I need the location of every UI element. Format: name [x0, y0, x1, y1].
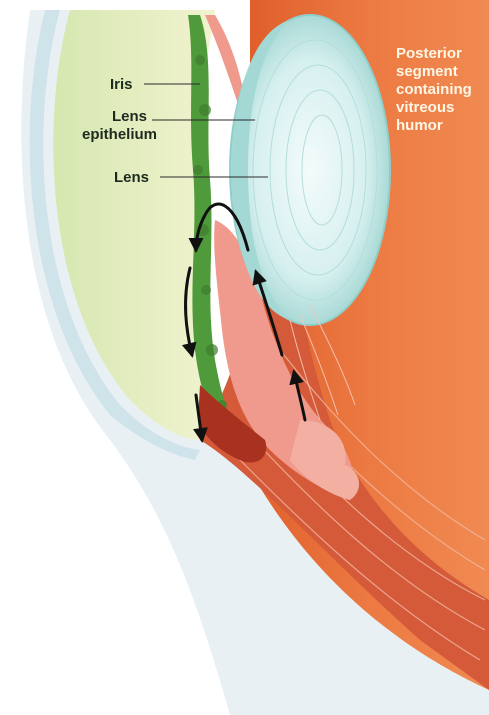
- lens-epithelium-label-line1: Lens: [112, 108, 147, 125]
- posterior-label-line5: humor: [396, 117, 443, 134]
- lens-label: Lens: [114, 169, 149, 186]
- iris-label: Iris: [110, 76, 133, 93]
- posterior-label-line1: Posterior: [396, 45, 462, 62]
- posterior-label-line4: vitreous: [396, 99, 454, 116]
- posterior-label-line2: segment: [396, 63, 458, 80]
- posterior-label-line3: containing: [396, 81, 472, 98]
- lens-epithelium-label-line2: epithelium: [82, 126, 157, 143]
